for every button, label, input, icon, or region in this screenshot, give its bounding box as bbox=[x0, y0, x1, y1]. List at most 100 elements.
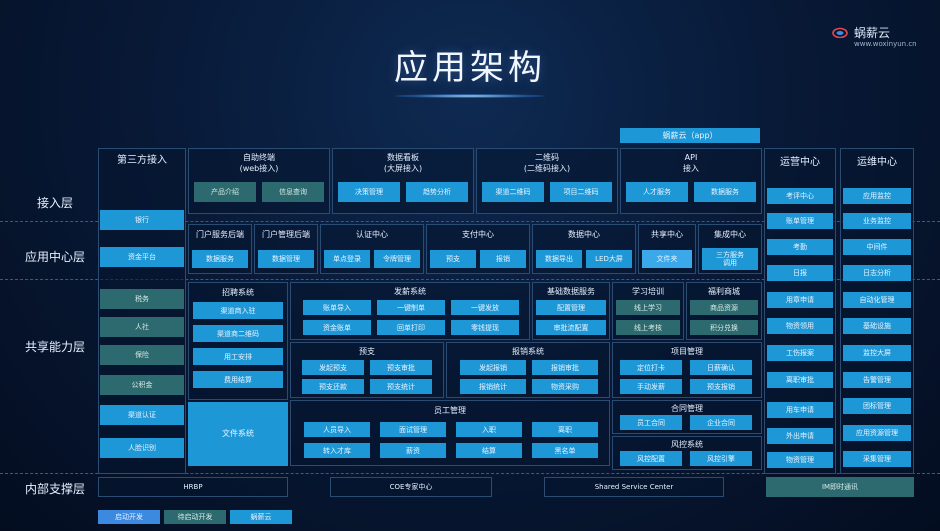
reimburse-button[interactable]: 物资采购 bbox=[532, 379, 598, 394]
basic-data-button[interactable]: 审批流配置 bbox=[536, 320, 606, 335]
maint-center-item[interactable]: 基础设施 bbox=[843, 318, 911, 334]
maint-center-item[interactable]: 应用监控 bbox=[843, 188, 911, 204]
maint-center-item[interactable]: 日志分析 bbox=[843, 265, 911, 281]
third-party-item[interactable]: 银行 bbox=[100, 210, 184, 230]
reimburse-title: 报销系统 bbox=[512, 347, 544, 356]
access-button[interactable]: 数据服务 bbox=[694, 182, 756, 202]
staff-title: 员工管理 bbox=[434, 406, 466, 415]
maint-center-item[interactable]: 团标管理 bbox=[843, 398, 911, 414]
shared-left-item[interactable]: 渠道认证 bbox=[100, 405, 184, 425]
shared-left-item[interactable]: 人社 bbox=[100, 317, 184, 337]
reimburse-button[interactable]: 报销统计 bbox=[460, 379, 526, 394]
ops-center-item[interactable]: 账单管理 bbox=[767, 213, 833, 229]
issue-button[interactable]: 零钱提现 bbox=[451, 320, 519, 335]
issue-button[interactable]: 回单打印 bbox=[377, 320, 445, 335]
legend-woxinyun: 蜗薪云 bbox=[230, 510, 292, 524]
project-button[interactable]: 日薪确认 bbox=[690, 360, 752, 375]
maint-center-item[interactable]: 告警管理 bbox=[843, 372, 911, 388]
staff-button[interactable]: 黑名单 bbox=[532, 443, 598, 458]
internal-ssc[interactable]: Shared Service Center bbox=[544, 477, 724, 497]
maint-center-item[interactable]: 业务监控 bbox=[843, 213, 911, 229]
reimburse-button[interactable]: 发起报销 bbox=[460, 360, 526, 375]
staff-button[interactable]: 转入才库 bbox=[304, 443, 370, 458]
maint-center-item[interactable]: 自动化管理 bbox=[843, 292, 911, 308]
issue-button[interactable]: 账单导入 bbox=[303, 300, 371, 315]
issue-button[interactable]: 资金账单 bbox=[303, 320, 371, 335]
app-center-button[interactable]: 数据服务 bbox=[192, 250, 248, 268]
file-system-box[interactable]: 文件系统 bbox=[188, 402, 288, 466]
app-center-button[interactable]: 令牌管理 bbox=[374, 250, 420, 268]
staff-button[interactable]: 薪资 bbox=[380, 443, 446, 458]
recruit-button[interactable]: 渠道商二维码 bbox=[193, 325, 283, 342]
app-center-button[interactable]: LED大屏 bbox=[586, 250, 632, 268]
shared-left-item[interactable]: 税务 bbox=[100, 289, 184, 309]
staff-button[interactable]: 离职 bbox=[532, 422, 598, 437]
maint-center-item[interactable]: 监控大屏 bbox=[843, 345, 911, 361]
ops-center-item[interactable]: 离职审批 bbox=[767, 372, 833, 388]
recruit-button[interactable]: 用工安排 bbox=[193, 348, 283, 365]
project-button[interactable]: 手动发薪 bbox=[620, 379, 682, 394]
advance-button[interactable]: 发起预支 bbox=[302, 360, 364, 375]
welfare-button[interactable]: 积分兑换 bbox=[690, 320, 758, 335]
staff-button[interactable]: 入职 bbox=[456, 422, 522, 437]
brand-logo: 蜗薪云 www.woxinyun.cn bbox=[832, 24, 932, 54]
app-center-button[interactable]: 单点登录 bbox=[324, 250, 370, 268]
shared-left-item[interactable]: 人脸识别 bbox=[100, 438, 184, 458]
staff-button[interactable]: 面试管理 bbox=[380, 422, 446, 437]
access-panel-web bbox=[188, 148, 330, 214]
internal-coe[interactable]: COE专家中心 bbox=[330, 477, 492, 497]
ops-center-item[interactable]: 考评中心 bbox=[767, 188, 833, 204]
app-center-button[interactable]: 三方服务 调用 bbox=[702, 248, 758, 270]
internal-hrbp[interactable]: HRBP bbox=[98, 477, 288, 497]
project-button[interactable]: 定位打卡 bbox=[620, 360, 682, 375]
learn-button[interactable]: 线上考核 bbox=[616, 320, 680, 335]
issue-button[interactable]: 一键制单 bbox=[377, 300, 445, 315]
risk-button[interactable]: 风控引擎 bbox=[690, 451, 752, 466]
contract-button[interactable]: 企业合同 bbox=[690, 415, 752, 430]
maint-center-item[interactable]: 应用资源管理 bbox=[843, 425, 911, 441]
ops-center-item[interactable]: 考勤 bbox=[767, 239, 833, 255]
staff-button[interactable]: 人员导入 bbox=[304, 422, 370, 437]
access-button[interactable]: 决策管理 bbox=[338, 182, 400, 202]
app-center-button[interactable]: 数据管理 bbox=[258, 250, 314, 268]
recruit-button[interactable]: 费用结算 bbox=[193, 371, 283, 388]
staff-button[interactable]: 结算 bbox=[456, 443, 522, 458]
ops-center-item[interactable]: 用车申请 bbox=[767, 402, 833, 418]
ops-center-item[interactable]: 外出申请 bbox=[767, 428, 833, 444]
contract-button[interactable]: 员工合同 bbox=[620, 415, 682, 430]
access-button[interactable]: 渠道二维码 bbox=[482, 182, 544, 202]
learn-button[interactable]: 线上学习 bbox=[616, 300, 680, 315]
third-party-item[interactable]: 资金平台 bbox=[100, 247, 184, 267]
app-center-button[interactable]: 预支 bbox=[430, 250, 476, 268]
shared-left-item[interactable]: 公积金 bbox=[100, 375, 184, 395]
access-button[interactable]: 人才服务 bbox=[626, 182, 688, 202]
risk-button[interactable]: 风控配置 bbox=[620, 451, 682, 466]
ops-center-item[interactable]: 用章申请 bbox=[767, 292, 833, 308]
app-center-button[interactable]: 数据导出 bbox=[536, 250, 582, 268]
project-button[interactable]: 预支报销 bbox=[690, 379, 752, 394]
ops-center-item[interactable]: 日报 bbox=[767, 265, 833, 281]
welfare-button[interactable]: 商品资源 bbox=[690, 300, 758, 315]
ops-center-item[interactable]: 物资管理 bbox=[767, 452, 833, 468]
app-banner[interactable]: 蜗薪云（app） bbox=[620, 128, 760, 143]
access-button[interactable]: 产品介绍 bbox=[194, 182, 256, 202]
maint-center-item[interactable]: 中间件 bbox=[843, 239, 911, 255]
app-center-button[interactable]: 文件夹 bbox=[642, 250, 692, 268]
reimburse-button[interactable]: 报销审批 bbox=[532, 360, 598, 375]
advance-button[interactable]: 预支审批 bbox=[370, 360, 432, 375]
brand-name: 蜗薪云 bbox=[854, 26, 891, 40]
issue-button[interactable]: 一键发放 bbox=[451, 300, 519, 315]
access-button[interactable]: 趋势分析 bbox=[406, 182, 468, 202]
access-button[interactable]: 信息查询 bbox=[262, 182, 324, 202]
maint-center-item[interactable]: 采集管理 bbox=[843, 451, 911, 467]
advance-button[interactable]: 预支统计 bbox=[370, 379, 432, 394]
recruit-button[interactable]: 渠道商入驻 bbox=[193, 302, 283, 319]
access-button[interactable]: 项目二维码 bbox=[550, 182, 612, 202]
advance-button[interactable]: 预支还款 bbox=[302, 379, 364, 394]
shared-left-item[interactable]: 保险 bbox=[100, 345, 184, 365]
internal-im[interactable]: IM即时通讯 bbox=[766, 477, 914, 497]
ops-center-item[interactable]: 物资领用 bbox=[767, 318, 833, 334]
ops-center-item[interactable]: 工伤报案 bbox=[767, 345, 833, 361]
app-center-button[interactable]: 报销 bbox=[480, 250, 526, 268]
basic-data-button[interactable]: 配置管理 bbox=[536, 300, 606, 315]
